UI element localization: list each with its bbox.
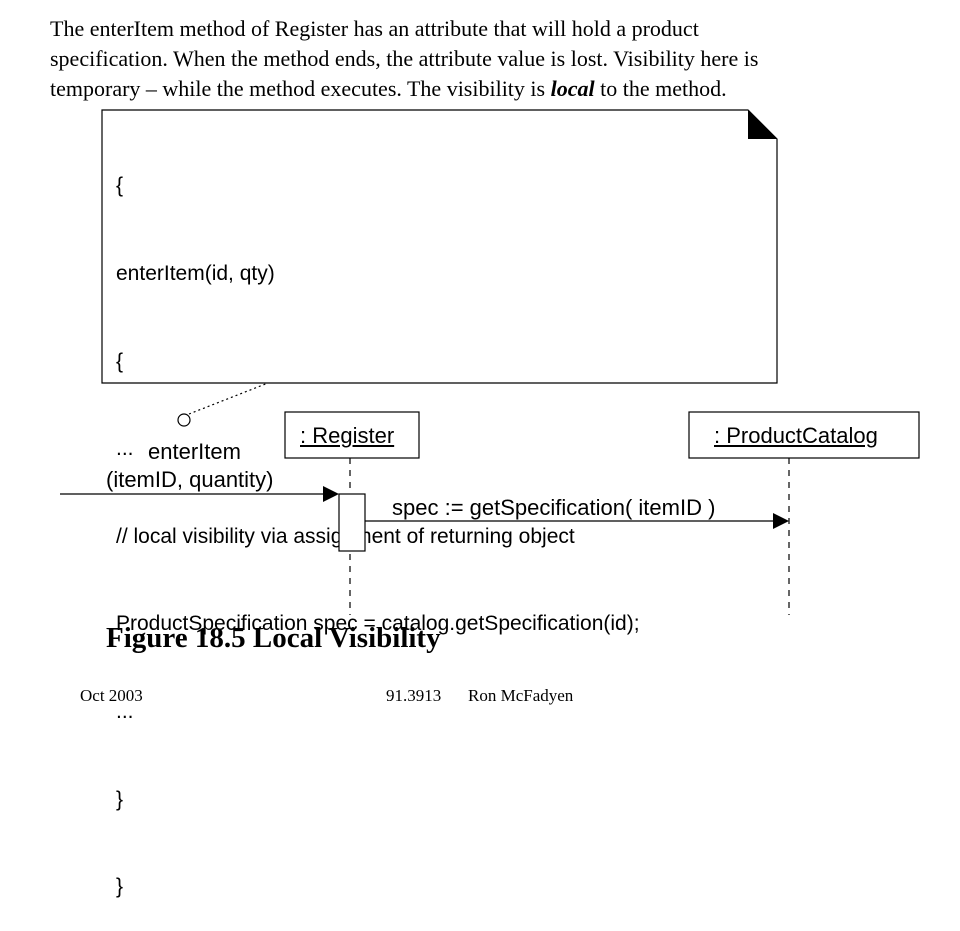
intro-line-3-tail: to the method. bbox=[594, 76, 727, 101]
register-object-box bbox=[284, 411, 420, 459]
register-activation-bar bbox=[338, 493, 366, 552]
code-line: } bbox=[116, 787, 124, 811]
intro-line-2: specification. When the method ends, the… bbox=[50, 46, 759, 71]
figure-caption: Figure 18.5 Local Visibility bbox=[106, 622, 441, 654]
note-anchor-circle bbox=[177, 413, 191, 427]
incoming-message-args: (itemID, quantity) bbox=[106, 467, 274, 492]
footer-date: Oct 2003 bbox=[80, 686, 143, 705]
call-message-label: spec := getSpecification( itemID ) bbox=[392, 495, 716, 520]
footer-author: Ron McFadyen bbox=[468, 686, 574, 705]
code-line: { bbox=[116, 349, 124, 373]
note-folded-corner bbox=[748, 110, 777, 139]
code-line: } bbox=[116, 875, 124, 899]
footer-course: 91.3913 bbox=[386, 686, 442, 705]
uml-note bbox=[101, 109, 778, 384]
sequence-diagram bbox=[60, 382, 920, 615]
intro-line-3-text: temporary – while the method executes. T… bbox=[50, 76, 551, 101]
intro-line-3: temporary – while the method executes. T… bbox=[50, 74, 950, 104]
catalog-object-box bbox=[688, 411, 920, 459]
intro-paragraph: The enterItem method of Register has an … bbox=[50, 14, 950, 104]
code-line: ... bbox=[116, 699, 134, 723]
code-line: ProductSpecification spec = catalog.getS… bbox=[116, 612, 640, 636]
incoming-message-name: enterItem bbox=[148, 439, 241, 464]
call-arrowhead-icon bbox=[773, 513, 789, 529]
code-line: ... bbox=[116, 437, 134, 461]
register-object-label: : Register bbox=[300, 423, 395, 448]
emphasis-local: local bbox=[550, 76, 595, 101]
note-border bbox=[101, 109, 778, 384]
code-line: { bbox=[116, 174, 124, 198]
incoming-arrowhead-icon bbox=[323, 486, 339, 502]
intro-line-1: The enterItem method of Register has an … bbox=[50, 16, 699, 41]
note-anchor-line bbox=[188, 382, 269, 415]
catalog-object-label: : ProductCatalog bbox=[714, 424, 878, 448]
code-line: enterItem(id, qty) bbox=[116, 262, 275, 285]
